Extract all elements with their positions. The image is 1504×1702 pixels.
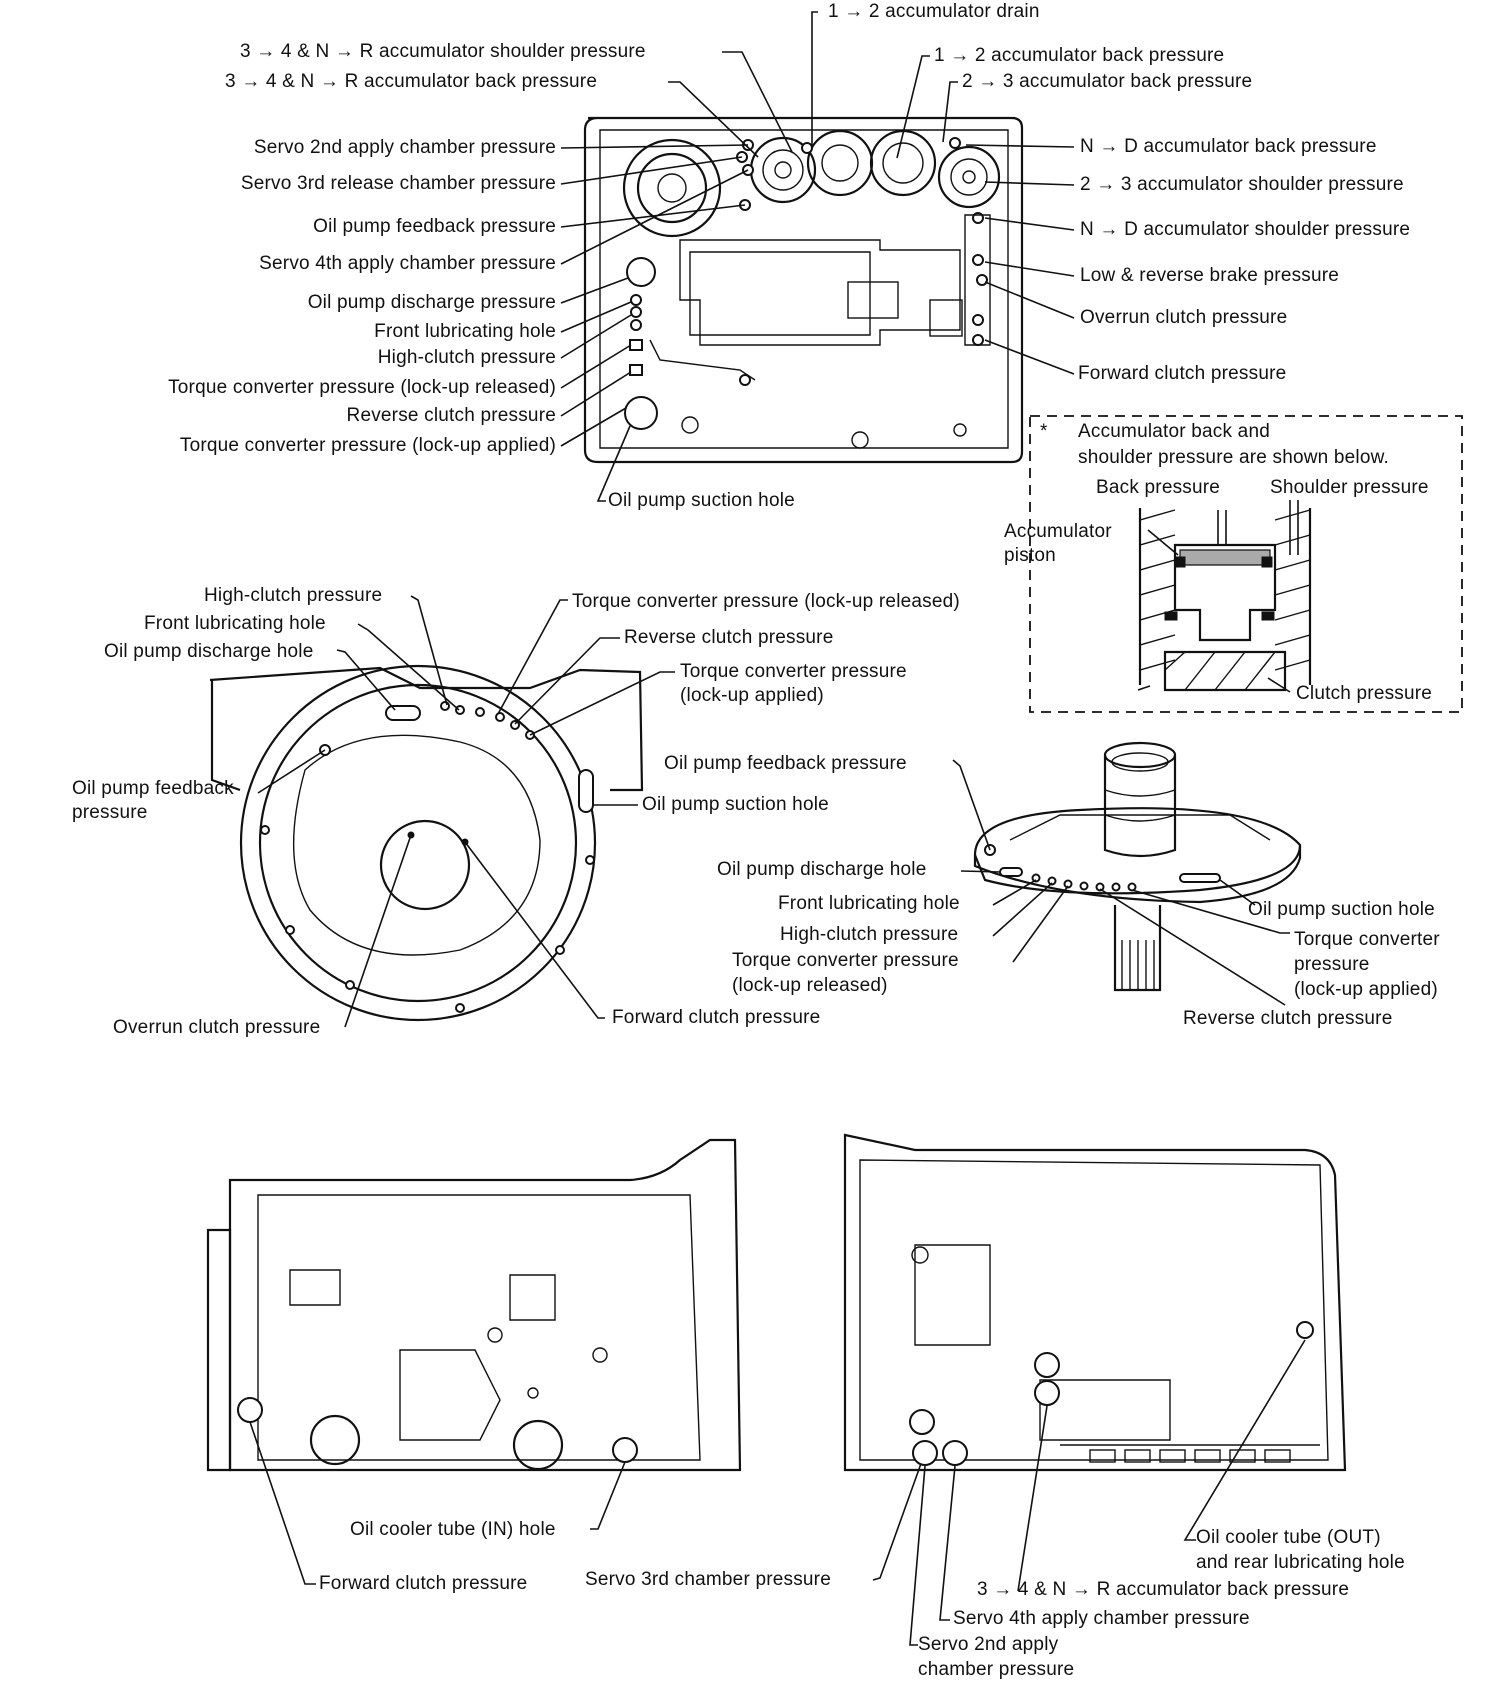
label-case-torque-converter-pressure: Torque converter pressure [680, 661, 907, 682]
label-case-lock-up-applied: (lock-up applied) [680, 685, 824, 706]
case-front-leader-lines [257, 595, 675, 1028]
side-left-leader-lines [249, 1421, 924, 1585]
top-case-drawing [583, 116, 1024, 464]
label-case-high-clutch-pressure: High-clutch pressure [204, 585, 383, 606]
side-left-drawing [206, 1138, 742, 1472]
label-servo-3rd-release-chamber-pressure: Servo 3rd release chamber pressure [240, 173, 556, 194]
label-side-servo-4th-apply-chamber-pressure: Servo 4th apply chamber pressure [953, 1608, 1250, 1629]
note-box [1029, 415, 1463, 713]
label-forward-clutch-pressure: Forward clutch pressure [1078, 363, 1287, 384]
label-servo-3rd-chamber-pressure: Servo 3rd chamber pressure [585, 1569, 831, 1590]
label-pump-oil-pump-suction-hole: Oil pump suction hole [1248, 899, 1435, 920]
label-1-2-accumulator-back-pressure: 1 → 2 accumulator back pressure [934, 45, 1225, 66]
label-oil-pump-suction-hole: Oil pump suction hole [608, 490, 795, 511]
label-torque-converter-pressure-lock-up-released: Torque converter pressure (lock-up relea… [168, 377, 556, 398]
label-back-pressure: Back pressure [1096, 477, 1221, 498]
oil-pump-drawing [973, 741, 1302, 992]
label-2-3-accumulator-shoulder-pressure: 2 → 3 accumulator shoulder pressure [1080, 174, 1404, 195]
note-text-line-1: Accumulator back and [1078, 421, 1270, 442]
label-case-overrun-clutch-pressure: Overrun clutch pressure [113, 1017, 321, 1038]
label-accumulator-piston-line-2: piston [1004, 545, 1056, 566]
label-side-chamber-pressure: chamber pressure [918, 1659, 1075, 1680]
label-pump-front-lubricating-hole: Front lubricating hole [778, 893, 960, 914]
label-and-rear-lubricating-hole: and rear lubricating hole [1196, 1552, 1405, 1573]
label-case-oil-pump-feedback: Oil pump feedback [72, 778, 234, 799]
label-accumulator-piston-line-1: Accumulator [1004, 521, 1112, 542]
label-reverse-clutch-pressure: Reverse clutch pressure [346, 405, 556, 426]
label-pump-lock-up-applied: (lock-up applied) [1294, 979, 1438, 1000]
label-side-servo-2nd-apply: Servo 2nd apply [918, 1634, 1059, 1655]
note-text-line-2: shoulder pressure are shown below. [1078, 447, 1389, 468]
label-servo-2nd-apply-chamber-pressure: Servo 2nd apply chamber pressure [253, 137, 556, 158]
side-right-leader-lines [909, 1339, 1306, 1646]
label-case-oil-pump-discharge-hole: Oil pump discharge hole [104, 641, 314, 662]
label-side-3-4-n-r-accumulator-back-pressure: 3 → 4 & N → R accumulator back pressure [977, 1579, 1350, 1600]
label-1-2-accumulator-drain: 1 → 2 accumulator drain [828, 1, 1040, 22]
label-3-4-n-r-accumulator-back-pressure: 3 → 4 & N → R accumulator back pressure [225, 71, 598, 92]
label-case-front-lubricating-hole: Front lubricating hole [144, 613, 326, 634]
label-high-clutch-pressure: High-clutch pressure [377, 347, 556, 368]
oil-pump-leader-lines [952, 759, 1290, 1006]
label-servo-4th-apply-chamber-pressure: Servo 4th apply chamber pressure [259, 253, 556, 274]
label-case-reverse-clutch-pressure: Reverse clutch pressure [624, 627, 834, 648]
label-pump-reverse-clutch-pressure: Reverse clutch pressure [1183, 1008, 1393, 1029]
label-case-oil-pump-feedback-pressure: pressure [72, 802, 148, 823]
label-low-reverse-brake-pressure: Low & reverse brake pressure [1080, 265, 1340, 286]
label-oil-cooler-tube-in-hole: Oil cooler tube (IN) hole [350, 1519, 556, 1540]
label-pump-pressure: pressure [1294, 954, 1370, 975]
label-case-torque-converter-lock-up-released: Torque converter pressure (lock-up relea… [572, 591, 960, 612]
side-right-drawing [843, 1133, 1347, 1472]
label-case-forward-clutch-pressure: Forward clutch pressure [612, 1007, 821, 1028]
top-leader-lines [560, 11, 1075, 502]
label-oil-cooler-tube-out: Oil cooler tube (OUT) [1196, 1527, 1381, 1548]
case-front-drawing [209, 664, 644, 1022]
label-torque-converter-pressure-lock-up-applied: Torque converter pressure (lock-up appli… [179, 435, 556, 456]
accumulator-cross-section [1137, 500, 1312, 693]
label-pump-torque-converter: Torque converter [1294, 929, 1440, 950]
label-2-3-accumulator-back-pressure: 2 → 3 accumulator back pressure [962, 71, 1253, 92]
label-overrun-clutch-pressure: Overrun clutch pressure [1080, 307, 1288, 328]
label-pump-high-clutch-pressure: High-clutch pressure [780, 924, 959, 945]
label-pump-lock-up-released: (lock-up released) [732, 975, 888, 996]
label-pump-oil-pump-feedback-pressure: Oil pump feedback pressure [664, 753, 907, 774]
label-3-4-n-r-accumulator-shoulder-pressure: 3 → 4 & N → R accumulator shoulder press… [240, 41, 646, 62]
label-oil-pump-discharge-pressure: Oil pump discharge pressure [307, 292, 556, 313]
label-pump-torque-converter-pressure: Torque converter pressure [732, 950, 959, 971]
label-shoulder-pressure: Shoulder pressure [1270, 477, 1429, 498]
label-n-d-accumulator-shoulder-pressure: N → D accumulator shoulder pressure [1080, 219, 1411, 240]
note-marker: * [1040, 421, 1048, 442]
label-oil-pump-feedback-pressure: Oil pump feedback pressure [313, 216, 556, 237]
label-n-d-accumulator-back-pressure: N → D accumulator back pressure [1080, 136, 1377, 157]
label-pump-oil-pump-discharge-hole: Oil pump discharge hole [717, 859, 927, 880]
label-side-forward-clutch-pressure: Forward clutch pressure [319, 1573, 528, 1594]
label-case-oil-pump-suction-hole: Oil pump suction hole [642, 794, 829, 815]
label-front-lubricating-hole: Front lubricating hole [374, 321, 556, 342]
label-clutch-pressure: Clutch pressure [1296, 683, 1433, 704]
